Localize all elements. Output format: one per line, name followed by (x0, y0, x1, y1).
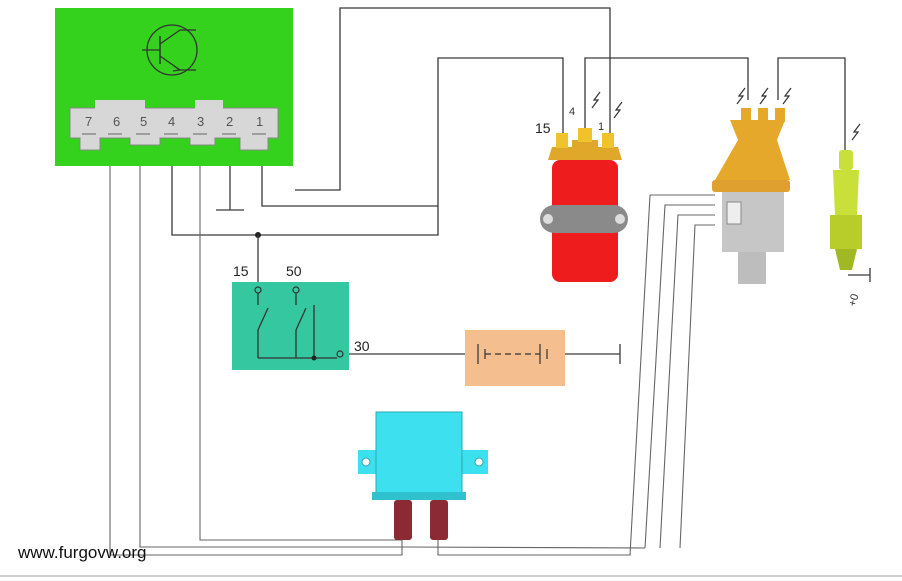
pin-1-label: 1 (256, 114, 263, 129)
pin-2-label: 2 (226, 114, 233, 129)
ignition-switch: 15 50 30 (232, 263, 370, 370)
transistor-icon (142, 24, 198, 76)
pin-5-label: 5 (140, 114, 147, 129)
spark-plug: +0 (830, 123, 862, 308)
spark-symbol-icon (736, 87, 792, 105)
connector-pins: 7 6 5 4 3 2 1 (85, 114, 263, 129)
spark-plug-ground-label: +0 (847, 293, 862, 308)
control-unit: 7 6 5 4 3 2 1 (55, 8, 293, 166)
ignition-module (358, 411, 488, 540)
switch-terminal-30-label: 30 (354, 338, 370, 354)
ignition-coil: 15 4 1 (535, 91, 628, 282)
spark-symbol-icon (851, 123, 861, 141)
coil-terminal-4-label: 4 (569, 106, 575, 118)
connector-block (69, 100, 279, 151)
coil-terminal-15-label: 15 (535, 120, 551, 136)
pin-6-label: 6 (113, 114, 120, 129)
wiring (109, 7, 871, 556)
pin-4-label: 4 (168, 114, 175, 129)
pin-3-label: 3 (197, 114, 204, 129)
watermark-text: www.furgovw.org (17, 543, 147, 562)
switch-terminal-15-label: 15 (233, 263, 249, 279)
switch-terminal-50-label: 50 (286, 263, 302, 279)
pin-7-label: 7 (85, 114, 92, 129)
battery (465, 330, 565, 386)
distributor (712, 87, 792, 284)
spark-symbol-icon (591, 91, 623, 119)
coil-terminal-1-label: 1 (598, 121, 604, 133)
